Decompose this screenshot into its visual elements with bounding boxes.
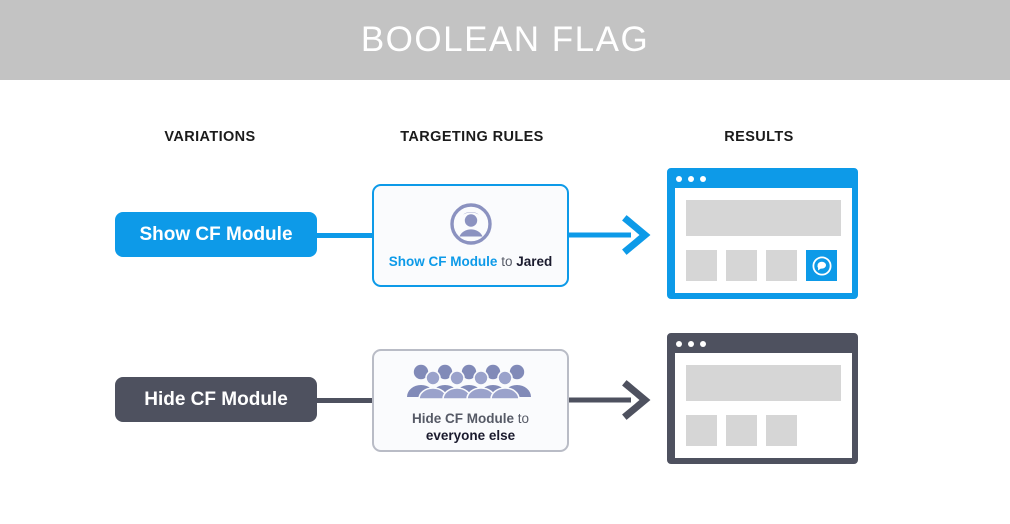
window-dot-icon: [700, 175, 706, 182]
rule-variation-name: Hide CF Module: [411, 410, 514, 426]
rule-connector-word: to: [517, 410, 530, 426]
window-dot-icon: [688, 175, 694, 182]
rule-target-name: Jared: [516, 254, 553, 269]
window-dot-icon: [676, 340, 682, 347]
column-heading-variations: VARIATIONS: [164, 129, 256, 145]
rule-variation-name: Show CF Module: [388, 254, 498, 269]
variation-pill-hide-cf-module[interactable]: Hide CF Module: [115, 377, 317, 422]
targeting-rule-text: Show CF Module to Jared: [389, 253, 553, 270]
variation-pill-show-cf-module[interactable]: Show CF Module: [115, 212, 317, 257]
content-tile: [766, 415, 797, 446]
content-tile: [686, 250, 717, 281]
single-person-icon: [449, 201, 493, 247]
content-tile: [726, 250, 757, 281]
rule-connector-word: to: [501, 254, 513, 269]
connector-line: [317, 398, 374, 403]
column-heading-targeting-rules: TARGETING RULES: [400, 129, 544, 145]
flag-rule-row: Show CF Module Show CF Module to Jared: [0, 160, 1010, 305]
crowd-of-people-icon: [405, 358, 537, 404]
content-tile: [686, 415, 717, 446]
window-dot-icon: [688, 340, 694, 347]
content-tile-row: [686, 250, 841, 281]
flag-rule-row: Hide CF Module: [0, 325, 1010, 470]
result-browser-window-with-module: [667, 168, 858, 299]
content-placeholder-block: [686, 200, 841, 236]
variation-pill-label: Show CF Module: [139, 223, 293, 245]
window-dot-icon: [700, 340, 706, 347]
content-tile: [726, 415, 757, 446]
page-title: BOOLEAN FLAG: [360, 20, 650, 59]
flow-arrow-icon: [569, 212, 661, 258]
targeting-rule-card-jared[interactable]: Show CF Module to Jared: [372, 184, 569, 287]
rule-target-name: everyone else: [425, 427, 516, 443]
cf-module-tile[interactable]: [806, 250, 837, 281]
browser-titlebar: [668, 334, 857, 353]
content-tile: [766, 250, 797, 281]
chat-bubble-icon: [811, 255, 832, 276]
targeting-rule-text: Hide CF Module to everyone else: [412, 410, 529, 444]
connector-line: [317, 233, 374, 238]
result-browser-window-without-module: [667, 333, 858, 464]
browser-content: [675, 353, 852, 458]
page-header: BOOLEAN FLAG: [0, 0, 1010, 80]
variation-pill-label: Hide CF Module: [144, 388, 288, 410]
column-heading-results: RESULTS: [724, 129, 794, 145]
content-tile-row: [686, 415, 841, 446]
browser-titlebar: [668, 169, 857, 188]
browser-content: [675, 188, 852, 293]
window-dot-icon: [676, 175, 682, 182]
targeting-rule-card-everyone-else[interactable]: Hide CF Module to everyone else: [372, 349, 569, 452]
content-placeholder-block: [686, 365, 841, 401]
flow-arrow-icon: [569, 377, 661, 423]
